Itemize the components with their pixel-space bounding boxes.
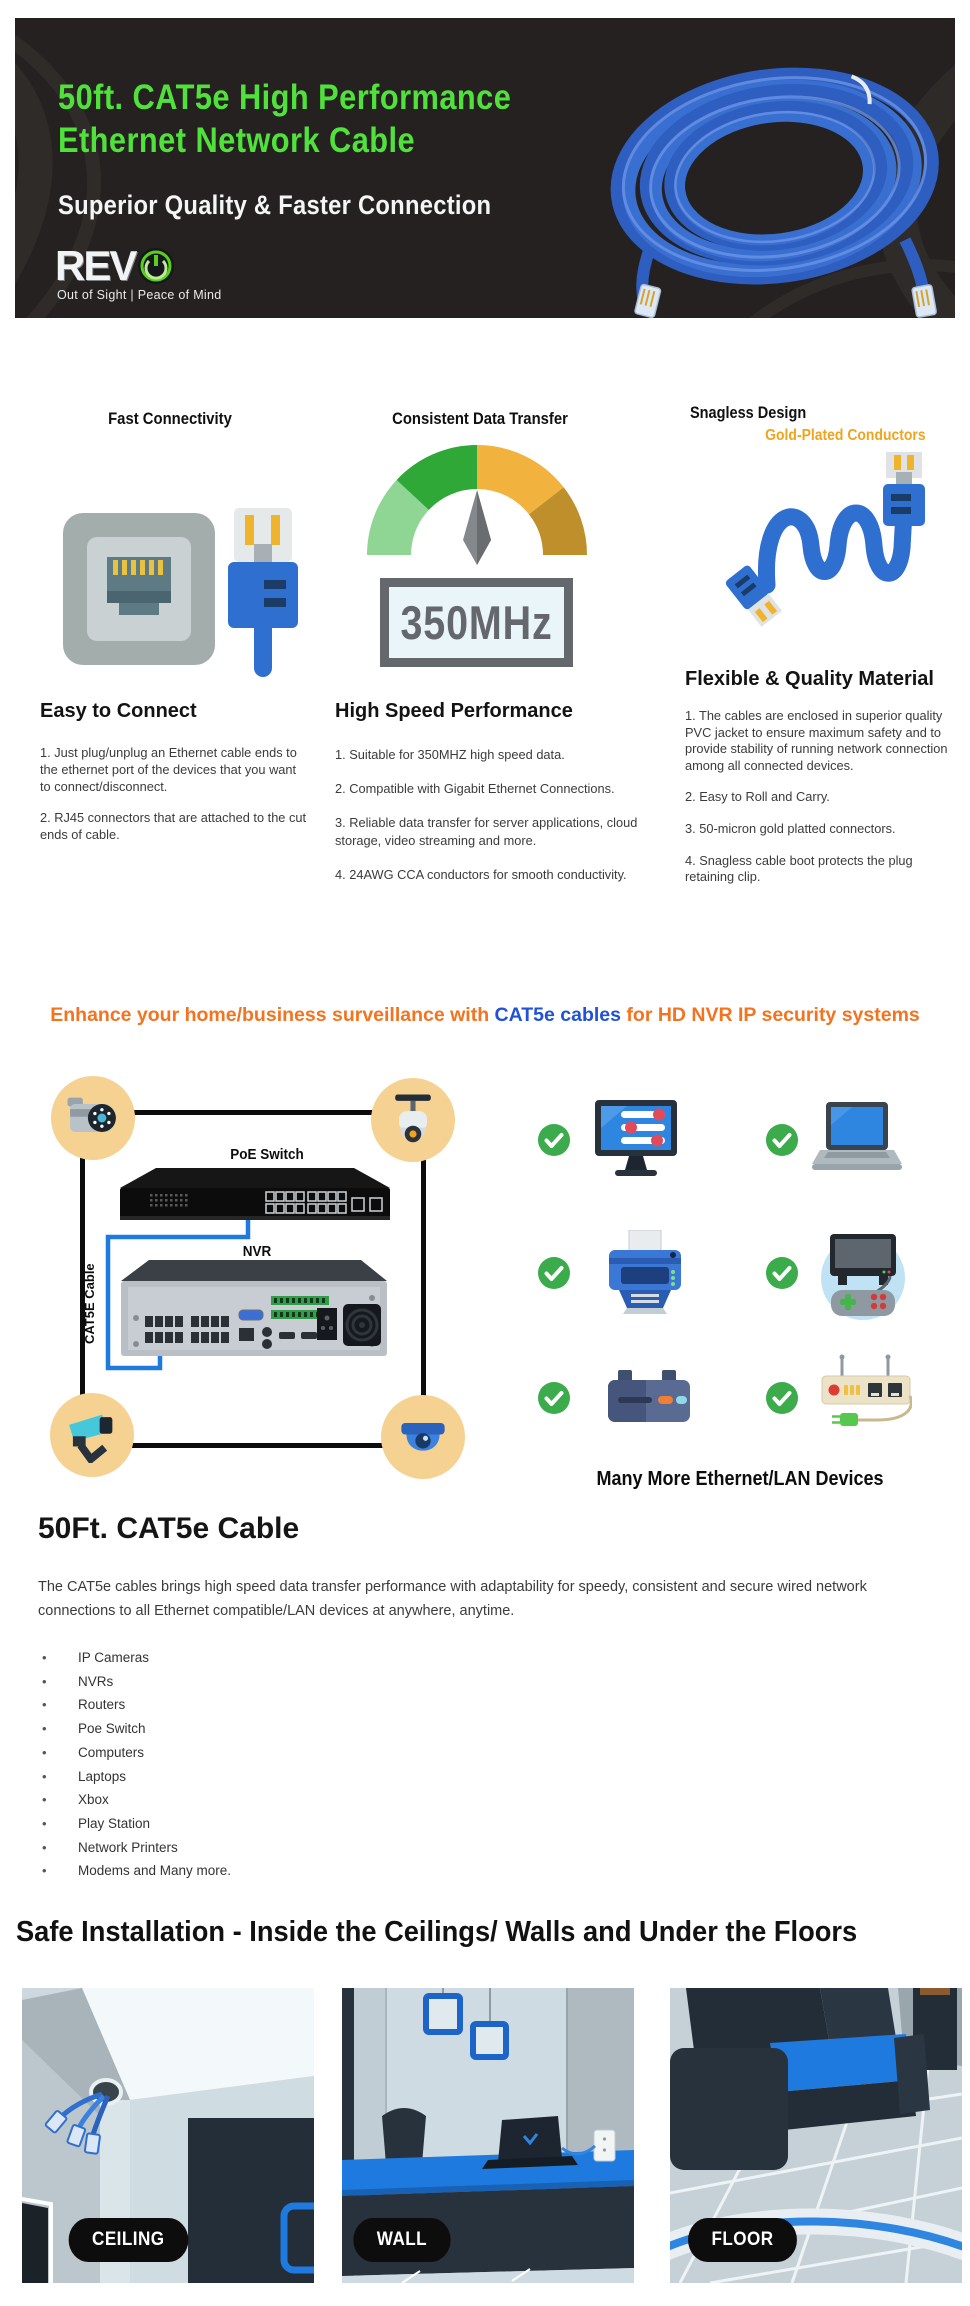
camera-circle-top-left — [51, 1076, 135, 1160]
diagram-frame — [80, 1110, 426, 1448]
ethernet-port-icon — [63, 513, 215, 665]
game-console-icon — [821, 1234, 905, 1320]
desktop-computer-icon — [595, 1100, 677, 1176]
bullet-item: NVRs — [38, 1670, 598, 1694]
rj45-plug-icon — [228, 508, 298, 677]
column2-top-heading: Consistent Data Transfer — [392, 410, 568, 428]
check-icon — [538, 1124, 570, 1156]
description-paragraph: The CAT5e cables brings high speed data … — [38, 1579, 867, 1619]
panel-badge: FLOOR — [688, 2218, 797, 2262]
bullet-item: Computers — [38, 1741, 598, 1765]
cable-coil-photo — [610, 67, 939, 318]
feature-item: 1. Just plug/unplug an Ethernet cable en… — [40, 745, 297, 795]
xbox-console-icon — [608, 1370, 690, 1422]
feature-item: 2. Easy to Roll and Carry. — [685, 789, 830, 805]
banner-subtitle: Superior Quality & Faster Connection — [58, 190, 492, 220]
feature-item: 3. Reliable data transfer for server app… — [335, 815, 638, 848]
bullet-camera-icon — [67, 1097, 116, 1132]
dome-camera-icon — [401, 1423, 445, 1451]
speed-gauge-icon — [367, 445, 587, 565]
bullet-item: Modems and Many more. — [38, 1859, 598, 1883]
cable-connector-right — [883, 452, 925, 526]
bullet-item: Play Station — [38, 1812, 598, 1836]
surveillance-headline: Enhance your home/business surveillance … — [0, 1004, 970, 1027]
column3-items: 1. The cables are enclosed in superior q… — [685, 708, 957, 901]
cat5e-cable-line — [105, 1212, 251, 1371]
column1-top-heading: Fast Connectivity — [108, 410, 232, 428]
check-icon — [538, 1382, 570, 1414]
feature-item: 3. 50-micron gold platted connectors. — [685, 820, 896, 836]
power-button-icon — [138, 248, 175, 284]
camera-circle-top-right — [371, 1078, 455, 1162]
bullet-item: Network Printers — [38, 1836, 598, 1860]
bullet-item: Routers — [38, 1693, 598, 1717]
feature-item: 4. Snagless cable boot protects the plug… — [685, 852, 913, 885]
panel-ceiling: CEILING — [22, 1988, 314, 2283]
panel-badge: CEILING — [68, 2218, 188, 2262]
hero-banner: 50ft. CAT5e High Performance Ethernet Ne… — [15, 18, 955, 318]
camera-circle-bottom-right — [381, 1395, 465, 1479]
rj45-connector-left — [634, 283, 662, 318]
feature-item: 1. Suitable for 350MHZ high speed data. — [335, 747, 565, 762]
panel-wall: WALL — [342, 1988, 634, 2283]
devices-heading: Many More Ethernet/LAN Devices — [596, 1468, 884, 1490]
frequency-badge: 350MHz — [380, 578, 573, 667]
nvr-label: NVR — [242, 1243, 272, 1260]
ptz-camera-icon — [395, 1094, 431, 1143]
nvr-image — [121, 1260, 387, 1356]
check-icon — [538, 1257, 570, 1289]
headline-part2: for HD NVR IP security systems — [621, 1004, 920, 1026]
bullet-item: Xbox — [38, 1788, 598, 1812]
banner-title-line2: Ethernet Network Cable — [58, 121, 416, 160]
column1-items: 1. Just plug/unplug an Ethernet cable en… — [40, 744, 308, 856]
rj45-connector-right — [911, 284, 937, 318]
installation-heading: Safe Installation - Inside the Ceilings/… — [16, 1916, 858, 1948]
router-modem-icon — [821, 1354, 912, 1426]
bullet-item: IP Cameras — [38, 1646, 598, 1670]
cctv-camera-icon — [69, 1414, 113, 1463]
cable-connector-left — [725, 565, 783, 627]
feature-item: 1. The cables are enclosed in superior q… — [685, 708, 948, 773]
column1-heading: Easy to Connect — [40, 700, 197, 722]
laptop-icon — [812, 1102, 902, 1170]
panel-badge: WALL — [353, 2218, 451, 2262]
cat5e-cable-label: CAT5E Cable — [82, 1263, 97, 1345]
column3-heading: Flexible & Quality Material — [685, 668, 934, 690]
revo-logo: REV — [55, 242, 175, 290]
headline-part1: Enhance your home/business surveillance … — [50, 1004, 495, 1026]
column3-top-heading: Snagless Design — [690, 404, 807, 422]
frequency-badge-text: 350MHz — [400, 596, 553, 649]
column3-sub-heading: Gold-Plated Conductors — [765, 427, 926, 444]
revo-logo-tagline: Out of Sight | Peace of Mind — [57, 288, 222, 302]
feature-item: 2. RJ45 connectors that are attached to … — [40, 809, 307, 842]
check-icon — [766, 1257, 798, 1289]
camera-circle-bottom-left — [50, 1393, 134, 1477]
check-icon — [766, 1382, 798, 1414]
bullet-item: Laptops — [38, 1765, 598, 1789]
column2-items: 1. Suitable for 350MHZ high speed data. 2… — [335, 746, 653, 900]
description-heading: 50Ft. CAT5e Cable — [38, 1512, 300, 1545]
snagless-cable-icon — [725, 452, 925, 627]
device-bullet-list: IP CamerasNVRsRoutersPoe SwitchComputers… — [38, 1646, 598, 1883]
feature-item: 2. Compatible with Gigabit Ethernet Conn… — [335, 781, 615, 797]
panel-floor: FLOOR — [670, 1988, 962, 2283]
column2-heading: High Speed Performance — [335, 700, 573, 722]
check-icon — [766, 1124, 798, 1156]
floor-scene — [670, 1988, 962, 2283]
headline-highlight: CAT5e cables — [494, 1004, 621, 1026]
poe-switch-image — [120, 1168, 390, 1220]
poe-switch-label: PoE Switch — [230, 1146, 304, 1163]
printer-icon — [609, 1230, 681, 1314]
revo-logo-text: REV — [55, 242, 137, 289]
banner-title-line1: 50ft. CAT5e High Performance — [58, 78, 512, 117]
bullet-item: Poe Switch — [38, 1717, 598, 1741]
banner-title: 50ft. CAT5e High Performance Ethernet Ne… — [58, 76, 604, 162]
feature-item: 4. 24AWG CCA conductors for smooth condu… — [335, 866, 627, 882]
